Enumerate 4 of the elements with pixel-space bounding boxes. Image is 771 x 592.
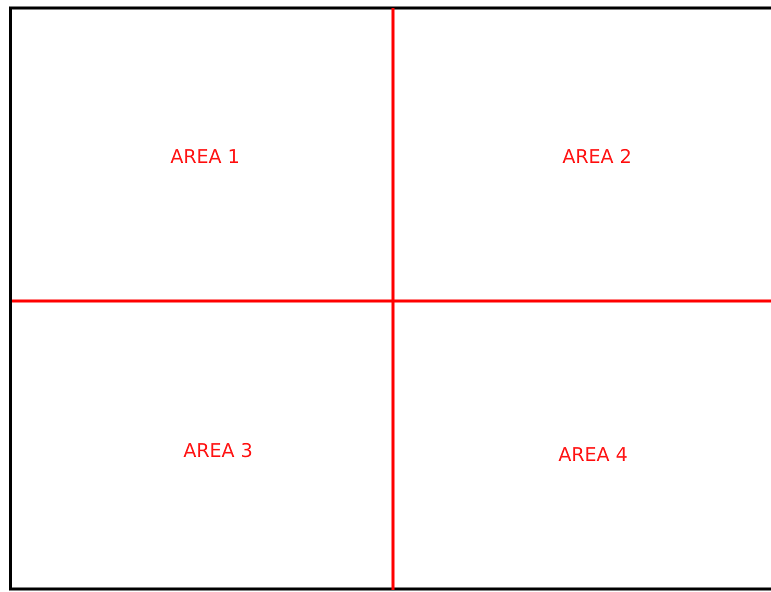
area-label: AREA 1 [170,146,240,168]
area-label: AREA 4 [558,444,628,466]
area-label: AREA 2 [562,146,632,168]
area-label: AREA 3 [183,440,253,462]
